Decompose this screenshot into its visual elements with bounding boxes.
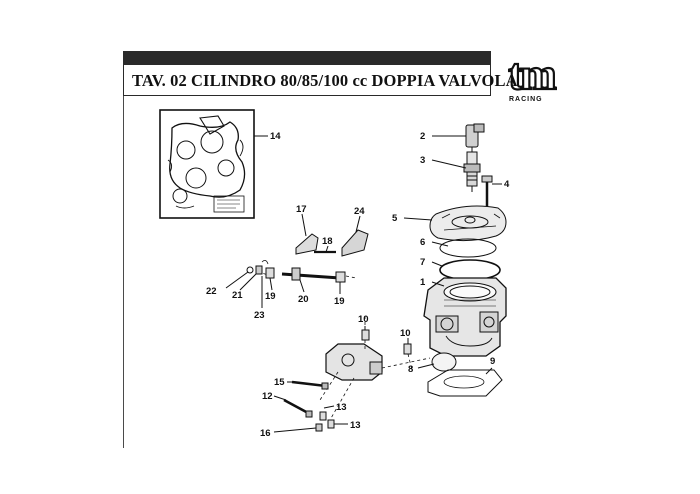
callout-7: 7 — [420, 257, 425, 268]
left-margin-rule — [123, 96, 124, 448]
callout-12: 12 — [262, 391, 273, 402]
callout-6: 6 — [420, 237, 425, 248]
callout-1: 1 — [420, 277, 426, 288]
callout-13a: 13 — [336, 402, 347, 413]
callout-19a: 19 — [265, 291, 276, 302]
bushing-b — [335, 271, 346, 283]
dowel-pin-a — [361, 329, 370, 341]
callout-20: 20 — [298, 294, 309, 305]
title-box: TAV. 02 CILINDRO 80/85/100 cc DOPPIA VAL… — [123, 64, 518, 96]
callout-9: 9 — [490, 356, 495, 367]
dowel-pin-b — [403, 343, 412, 355]
spark-plug — [463, 151, 481, 192]
leader-5 — [403, 217, 433, 221]
callout-2: 2 — [420, 131, 425, 142]
leader-8 — [417, 363, 435, 369]
leader-24 — [355, 215, 361, 233]
callout-4: 4 — [504, 179, 510, 190]
callout-10a: 10 — [358, 314, 369, 325]
logo-wordmark: tm — [508, 51, 556, 99]
header-bar — [123, 51, 491, 64]
callout-18: 18 — [322, 236, 333, 247]
small-pin-a — [319, 411, 327, 421]
head-gasket-ring — [439, 238, 497, 258]
leader-13a — [323, 405, 335, 409]
leader-19a — [269, 277, 273, 291]
callout-17: 17 — [296, 204, 307, 215]
leader-6 — [431, 241, 449, 247]
long-screw — [291, 380, 327, 388]
leader-21 — [239, 273, 257, 291]
leader-20 — [299, 279, 305, 293]
leader-3 — [431, 159, 467, 169]
leader-7 — [431, 261, 443, 267]
callout-19b: 19 — [334, 296, 345, 307]
callout-5: 5 — [392, 213, 398, 224]
leader-22 — [225, 271, 249, 289]
head-bolt — [481, 175, 493, 206]
callout-21: 21 — [232, 290, 243, 301]
tm-racing-logo: tm — [507, 51, 560, 100]
leader-18 — [325, 245, 329, 253]
callout-labels: 14 2 3 4 5 6 7 1 10 10 8 9 15 12 13 13 1… — [206, 131, 510, 439]
exhaust-gasket — [431, 352, 457, 372]
gasket-kit-bag — [159, 109, 255, 219]
small-pin-b — [327, 419, 335, 429]
callout-14: 14 — [270, 131, 281, 142]
leader-1 — [431, 281, 445, 287]
leader-12 — [273, 395, 287, 401]
callout-3: 3 — [420, 155, 425, 166]
bushing-a — [265, 267, 275, 279]
callout-8: 8 — [408, 364, 413, 375]
base-gasket — [427, 369, 503, 397]
callout-24: 24 — [354, 206, 365, 217]
valve-shaft — [281, 272, 341, 280]
valve-housing — [325, 343, 383, 381]
leader-17 — [301, 213, 307, 237]
callout-13b: 13 — [350, 420, 361, 431]
o-ring — [439, 259, 501, 281]
callout-10b: 10 — [400, 328, 411, 339]
cylinder-head — [429, 205, 507, 242]
spark-plug-cap — [465, 123, 485, 152]
leader-9 — [485, 367, 493, 375]
callout-22: 22 — [206, 286, 217, 297]
logo-subtext: RACING — [509, 96, 543, 103]
callout-23: 23 — [254, 310, 265, 321]
callout-16: 16 — [260, 428, 271, 439]
leader-16 — [273, 427, 317, 433]
lever-plate — [341, 229, 369, 257]
callout-15: 15 — [274, 377, 285, 388]
small-nut — [255, 265, 263, 275]
cylinder-block — [423, 277, 507, 357]
page-title: TAV. 02 CILINDRO 80/85/100 cc DOPPIA VAL… — [132, 71, 518, 90]
washer — [246, 266, 254, 274]
valve-bracket — [295, 233, 319, 255]
